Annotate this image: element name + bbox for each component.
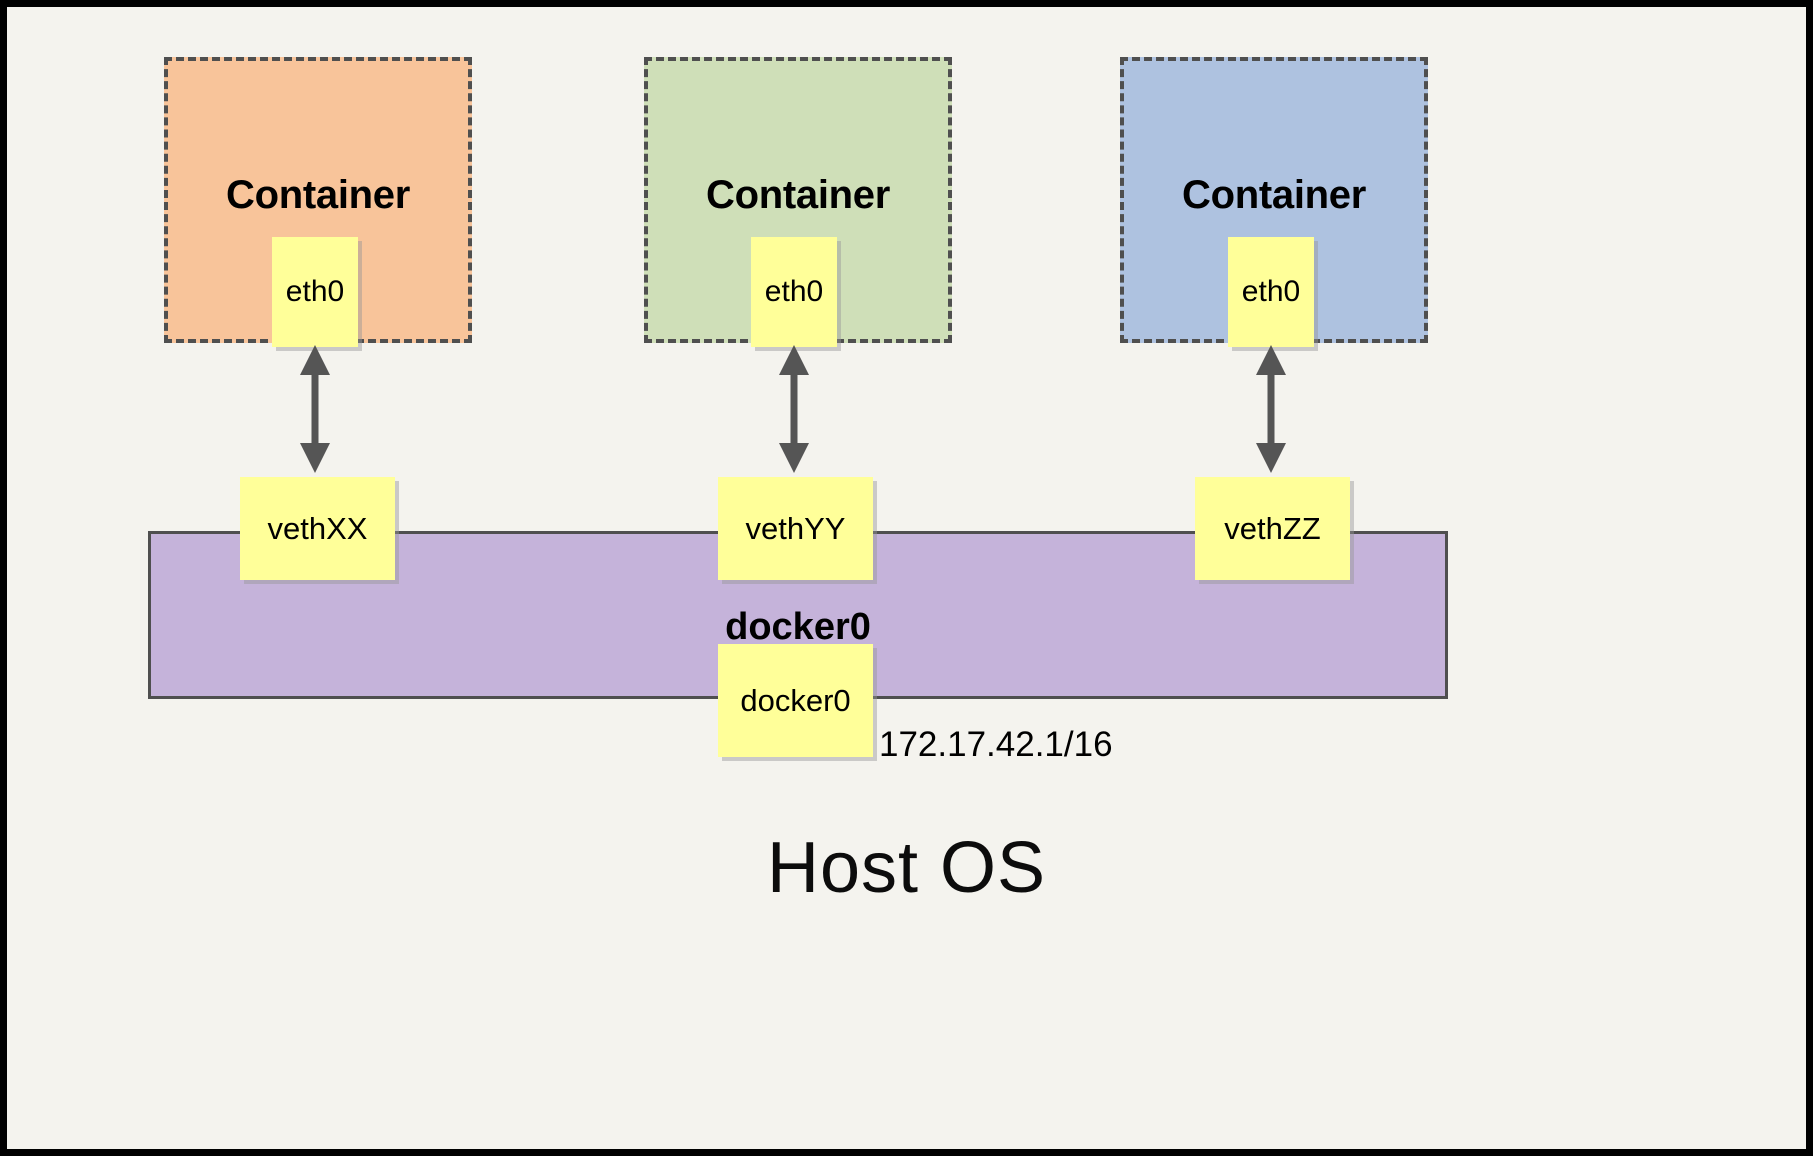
container-label-1: Container <box>226 173 410 217</box>
eth0-box-3: eth0 <box>1228 237 1314 347</box>
bidirectional-arrow-icon-3 <box>1253 345 1289 473</box>
host-os-label: Host OS <box>766 828 1047 908</box>
docker0-interface-box: docker0 <box>718 644 873 757</box>
container-label-3: Container <box>1182 173 1366 217</box>
docker0-ip-address: 172.17.42.1/16 <box>879 725 1113 764</box>
docker0-bridge-label: docker0 <box>725 606 871 648</box>
eth0-box-2: eth0 <box>751 237 837 347</box>
eth0-box-1: eth0 <box>272 237 358 347</box>
veth-box-2: vethYY <box>718 477 873 580</box>
container-label-2: Container <box>706 173 890 217</box>
veth-box-3: vethZZ <box>1195 477 1350 580</box>
veth-box-1: vethXX <box>240 477 395 580</box>
diagram-stage: Container eth0 Container eth0 Container … <box>7 7 1806 1149</box>
bidirectional-arrow-icon-2 <box>776 345 812 473</box>
bidirectional-arrow-icon-1 <box>297 345 333 473</box>
